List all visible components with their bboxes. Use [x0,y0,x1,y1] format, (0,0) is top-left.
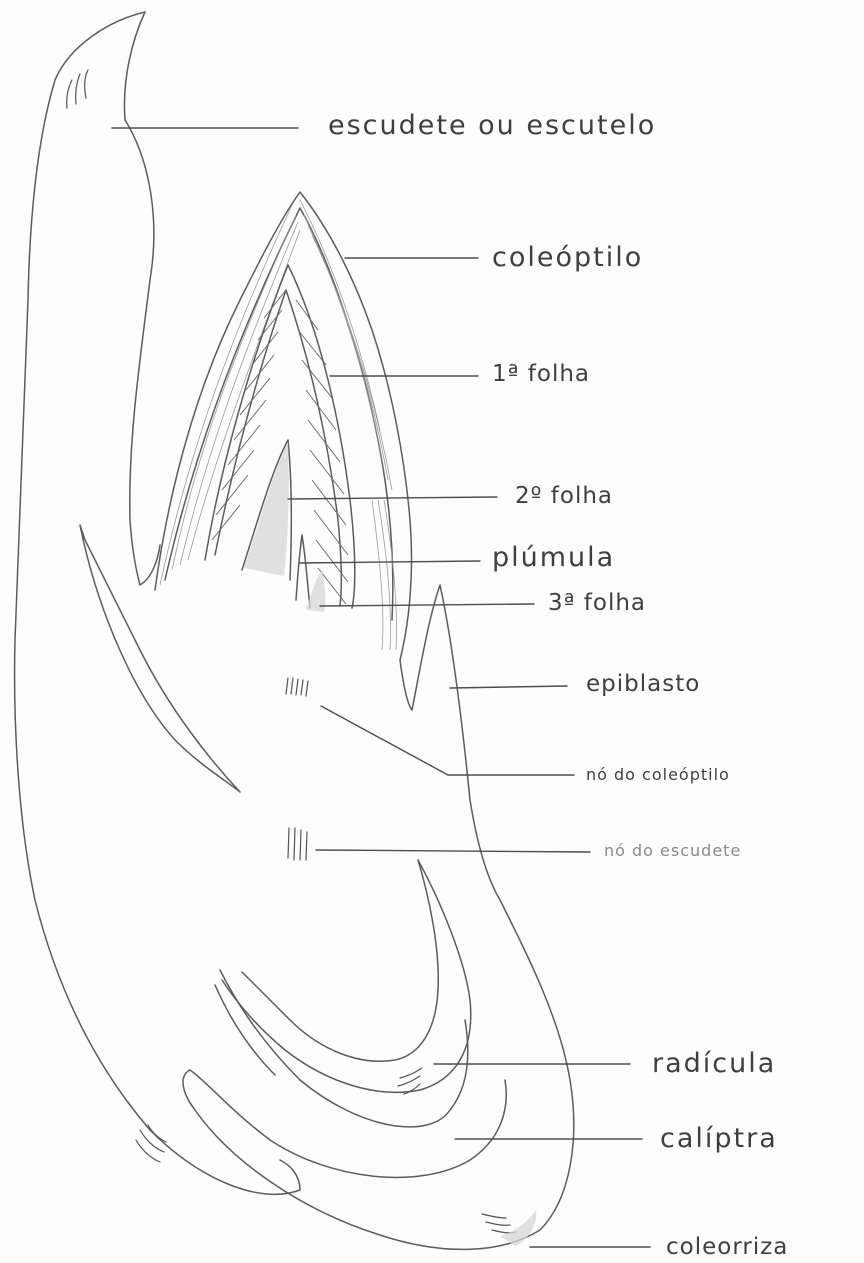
leader-no-escudete [316,850,590,852]
radicle-inner [242,860,438,1061]
embryo-axis-right [183,900,574,1249]
leader-folha2 [288,497,497,499]
plumule-outline [296,535,310,608]
label-no-coleoptilo: nó do coleóptilo [586,767,730,783]
scutellar-node-mark [288,828,307,860]
label-terceira-folha: 3ª folha [548,592,646,615]
scutellum-inner-edge [124,12,160,585]
coleoptile-outline [155,192,412,660]
label-segunda-folha: 2º folha [515,485,613,508]
leader-epiblasto [450,686,567,688]
second-leaf-shade [244,442,289,576]
label-plumula: plúmula [492,544,615,571]
label-escudete: escudete ou escutelo [328,112,656,139]
scutellum-crescent [80,525,240,792]
coleoptile-texture [160,200,397,650]
leader-no-coleoptilo [321,706,574,775]
caliptra-outline [220,970,468,1127]
coleoptile-node-mark [286,678,308,696]
leader-plumula [300,561,480,563]
label-coleoptilo: coleóptilo [492,244,643,271]
label-caliptra: calíptra [660,1125,778,1152]
scutellum-tip-marks [67,70,88,108]
bottom-left-marks [136,1125,166,1162]
label-radicula: radícula [652,1050,776,1077]
label-primeira-folha: 1ª folha [492,363,590,386]
label-coleorriza: coleorriza [666,1236,788,1259]
label-no-escudete: nó do escudete [604,843,741,859]
coleorhiza-marks [482,1214,516,1233]
label-epiblasto: epiblasto [586,673,700,696]
scutellum-outline [15,12,300,1194]
epiblast-outline [400,585,500,900]
coleorhiza-inner [190,1070,506,1177]
coleorhiza-shade [500,1210,536,1246]
caliptra-inner [215,985,275,1075]
